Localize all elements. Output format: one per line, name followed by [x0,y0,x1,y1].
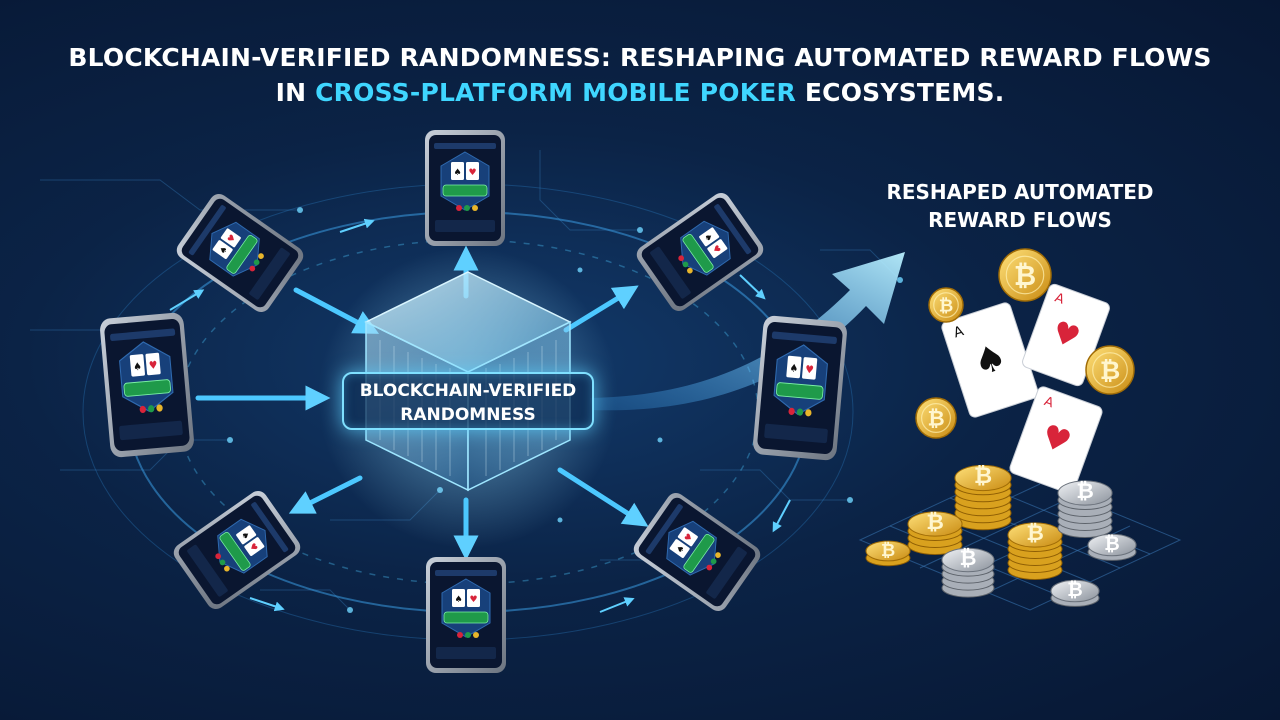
svg-text:₿: ₿ [881,541,895,561]
floating-coin-2: ₿ [928,287,964,323]
gold-stack-2: ₿ [907,510,963,555]
center-label-line-2: RANDOMNESS [400,405,536,425]
rewards-title-line-2: REWARD FLOWS [928,208,1112,232]
silver-stack-3: ₿ [1087,532,1137,561]
coin-symbol: ₿ [927,407,944,431]
title-line-1: BLOCKCHAIN-VERIFIED RANDOMNESS: RESHAPIN… [68,43,1212,72]
coin-symbol: ₿ [1014,261,1036,292]
phone-bottom [425,556,507,674]
center-label: BLOCKCHAIN-VERIFIED RANDOMNESS [342,372,594,430]
svg-text:₿: ₿ [974,463,992,489]
svg-text:₿: ₿ [1067,578,1083,601]
phone-top [424,129,506,247]
svg-text:₿: ₿ [960,546,977,570]
gold-stack-1: ₿ [954,463,1012,531]
phone-right [751,314,849,462]
title-line-2-prefix: IN [275,78,316,107]
coin-symbol: ₿ [1100,356,1121,385]
title-highlight: CROSS-PLATFORM MOBILE POKER [315,78,796,107]
phone-left [98,311,196,459]
orbit-arrows [169,218,791,613]
coins: ₿ ₿ ₿ ₿ ₿ ₿ ₿ ₿ ₿ ₿ ₿ ₿ [865,248,1137,607]
floating-coin-3: ₿ [1085,345,1135,395]
rewards-title: RESHAPED AUTOMATED REWARD FLOWS [860,178,1180,234]
gold-stack-4: ₿ [1007,521,1063,580]
center-label-line-1: BLOCKCHAIN-VERIFIED [359,381,577,401]
rewards-title-line-1: RESHAPED AUTOMATED [886,180,1154,204]
card-ace-spades: A ♠ [941,302,1039,418]
coin-symbol: ₿ [939,295,954,316]
svg-text:₿: ₿ [1076,479,1094,504]
svg-text:₿: ₿ [1026,521,1044,546]
reward-flow-arrow [590,252,905,411]
page-title: BLOCKCHAIN-VERIFIED RANDOMNESS: RESHAPIN… [0,40,1280,110]
phone-top-right [632,188,768,316]
floating-coin-4: ₿ [915,397,957,439]
silver-stack-1: ₿ [941,546,995,598]
phone-bottom-right [629,488,765,616]
svg-text:₿: ₿ [1104,532,1120,555]
phone-bottom-left [169,486,305,614]
title-line-2: IN CROSS-PLATFORM MOBILE POKER ECOSYSTEM… [0,75,1280,110]
floating-coin-1: ₿ [998,248,1052,302]
silver-stack-4: ₿ [1050,578,1100,607]
svg-text:₿: ₿ [926,510,944,535]
card-ace-hearts-2: A ♥ [1009,386,1103,494]
gold-stack-3: ₿ [865,540,911,567]
silver-stack-2: ₿ [1057,479,1113,538]
title-line-2-suffix: ECOSYSTEMS. [796,78,1005,107]
